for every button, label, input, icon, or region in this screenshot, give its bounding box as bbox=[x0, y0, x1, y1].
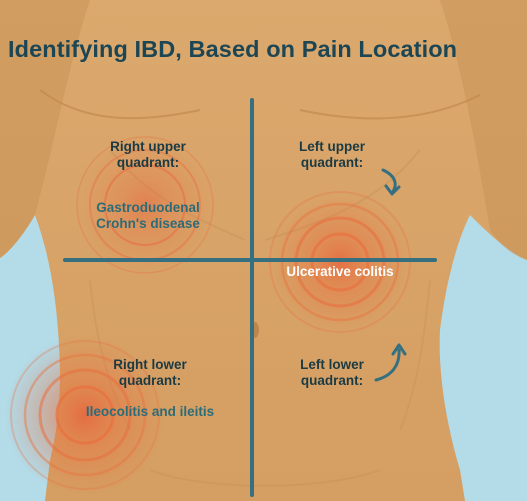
page-title: Identifying IBD, Based on Pain Location bbox=[8, 36, 458, 62]
left-upper-label: Left upper quadrant: bbox=[272, 139, 392, 171]
right-upper-condition-line1: Gastroduodenal bbox=[96, 200, 200, 215]
right-upper-condition-line2: Crohn's disease bbox=[96, 216, 200, 231]
left-lower-label: Left lower quadrant: bbox=[272, 357, 392, 389]
pain-right-upper bbox=[75, 135, 215, 275]
left-lower-label-line2: quadrant: bbox=[300, 373, 364, 388]
right-upper-label-line2: quadrant: bbox=[116, 155, 180, 170]
curved-arrow-down-icon bbox=[381, 168, 401, 196]
right-lower-condition: Ileocolitis and ileitis bbox=[85, 404, 215, 419]
right-upper-condition: Gastroduodenal Crohn's disease bbox=[78, 200, 218, 232]
right-lower-label-line2: quadrant: bbox=[118, 373, 182, 388]
left-upper-label-line1: Left upper bbox=[299, 139, 365, 154]
right-upper-label: Right upper quadrant: bbox=[88, 139, 208, 171]
curved-arrow-up-icon bbox=[374, 343, 407, 382]
left-upper-label-line2: quadrant: bbox=[300, 155, 364, 170]
right-lower-label: Right lower quadrant: bbox=[90, 357, 210, 389]
pain-right-lower bbox=[5, 335, 165, 495]
right-upper-label-line1: Right upper bbox=[110, 139, 186, 154]
left-lower-label-line1: Left lower bbox=[300, 357, 364, 372]
left-upper-condition: Ulcerative colitis bbox=[286, 264, 394, 279]
right-lower-label-line1: Right lower bbox=[113, 357, 187, 372]
